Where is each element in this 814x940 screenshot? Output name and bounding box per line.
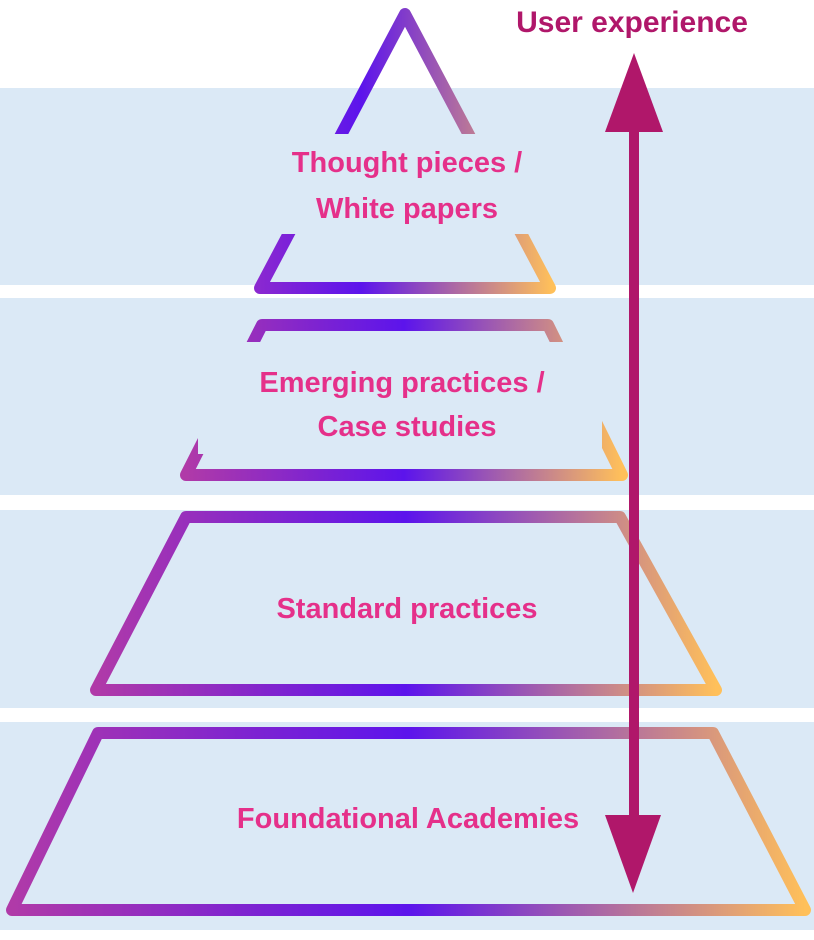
tier-1-label-line-2: White papers (316, 193, 498, 225)
tier-3-trapezoid (90, 511, 722, 696)
arrowhead-down (605, 815, 661, 893)
tier-4-trapezoid (6, 727, 811, 916)
arrowhead-up (605, 53, 663, 132)
label-backdrop-2 (198, 342, 602, 454)
label-backdrop-1 (268, 134, 548, 234)
tier-3-label: Standard practices (276, 593, 537, 625)
tier-4-label: Foundational Academies (237, 803, 579, 835)
tier-2-label-line-1: Emerging practices / (259, 367, 544, 399)
tier-1-label-line-1: Thought pieces / (292, 147, 522, 179)
user-experience-label: User experience (516, 6, 748, 39)
tier-2-label-line-2: Case studies (318, 411, 497, 443)
band-tier-4 (0, 722, 814, 930)
user-experience-arrow (605, 53, 663, 893)
